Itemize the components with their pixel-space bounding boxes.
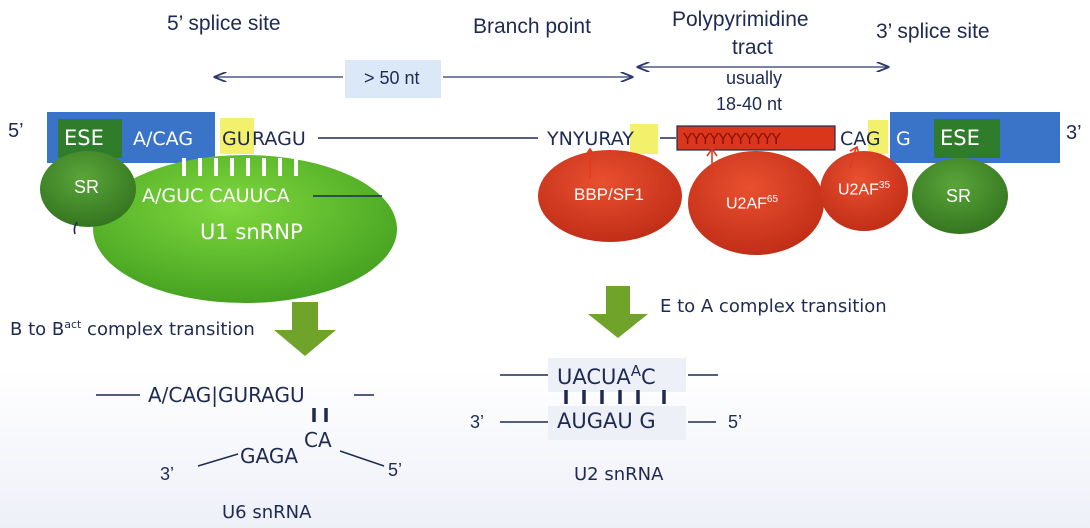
branch-seq-b: AY <box>610 128 634 150</box>
tract-heading: tract <box>732 36 773 59</box>
bbp-sf1-oval <box>538 150 682 242</box>
distance-box <box>345 60 441 98</box>
u2-top-sup: A <box>630 362 642 380</box>
b-to-bact-sup: act <box>64 318 82 331</box>
u2af65-base: U2AF <box>726 195 767 213</box>
u2-bottom-sequence: AUGAU G <box>557 409 656 433</box>
u6-pairing-ticks <box>312 408 328 422</box>
length-range-label: 18-40 nt <box>716 94 783 114</box>
u1-snrnp-oval <box>93 155 397 303</box>
left-sr-label: SR <box>74 177 100 197</box>
exon-sequence-label: A/CAG <box>133 128 194 150</box>
u2-pairing-ticks <box>564 390 666 404</box>
u1-sequence-label: A/GUC CAUUCA <box>142 185 290 207</box>
u1-pairing-ticks <box>182 158 298 176</box>
branch-point-heading: Branch point <box>473 15 591 38</box>
u6-ca-label: CA <box>304 428 332 452</box>
u2-five-prime-label: 5’ <box>728 412 743 432</box>
u6-three-prime-label: 3’ <box>160 464 175 484</box>
protein-contact-arrows <box>584 145 860 180</box>
b-to-bact-a: B to B <box>10 319 65 340</box>
five-prime-end-label: 5’ <box>8 120 24 142</box>
u6-bottom-line-left <box>197 453 239 467</box>
three-prime-end-label: 3’ <box>1066 122 1082 144</box>
right-sr-label: SR <box>946 186 972 206</box>
cag-label: CAG <box>840 128 881 150</box>
u2af65-oval <box>688 151 824 255</box>
u6-top-sequence: A/CAG|GURAGU <box>148 383 305 407</box>
b-to-bact-transition-label: B to Bact complex transition <box>10 318 255 340</box>
ppt-box <box>676 125 836 151</box>
g-nucleotide-label: G <box>896 128 911 150</box>
u6-bottom-line-right <box>339 450 385 467</box>
branch-sequence-label: YNYURAY <box>547 128 634 150</box>
left-ese-label: ESE <box>64 126 104 150</box>
distance-label: > 50 nt <box>364 68 420 88</box>
u2af35-label: U2AF35 <box>838 180 890 199</box>
cag-highlight <box>868 120 888 154</box>
u6-five-prime-label: 5’ <box>388 460 403 480</box>
bbp-sf1-label: BBP/SF1 <box>574 185 644 204</box>
left-transition-arrow <box>274 302 336 356</box>
u2-top-seq: UACUA <box>557 365 631 389</box>
u6-snrna-label: U6 snRNA <box>222 502 312 523</box>
u2-bottom-box <box>548 406 686 440</box>
u2af35-sup: 35 <box>878 180 891 191</box>
u2-top-c: C <box>641 365 656 389</box>
b-to-bact-b: complex transition <box>81 319 255 340</box>
left-sr-oval <box>40 151 136 227</box>
u2af65-label: U2AF65 <box>726 194 778 213</box>
u2af35-base: U2AF <box>838 181 879 199</box>
usually-label: usually <box>726 68 783 88</box>
u2af65-sup: 65 <box>766 194 779 205</box>
u2-top-sequence: UACUAAC <box>557 362 656 389</box>
right-transition-arrow <box>588 286 648 338</box>
right-sr-oval <box>912 158 1008 234</box>
u6-bottom-sequence: GAGA <box>240 444 299 468</box>
five-splice-site-heading: 5’ splice site <box>167 12 281 35</box>
u2-three-prime-label: 3’ <box>470 412 485 432</box>
polypyrimidine-heading: Polypyrimidine <box>672 8 809 31</box>
u2-top-box <box>548 358 686 392</box>
sr-tether <box>73 221 78 235</box>
u2af35-oval <box>820 151 908 231</box>
ppt-sequence-label: YYYYYYYYYYY <box>683 130 781 148</box>
u2-snrna-label: U2 snRNA <box>574 464 664 485</box>
right-ese-label: ESE <box>940 126 980 150</box>
gu-highlight <box>220 118 254 154</box>
ragu-sequence-label: RAGU <box>252 128 306 150</box>
branch-ay-highlight <box>630 124 658 154</box>
u1-snrnp-label: U1 snRNP <box>200 220 303 244</box>
right-ese-box <box>934 119 1000 158</box>
branch-seq-a: YNYUR <box>547 128 611 150</box>
gu-dinucleotide-label: GU <box>222 128 251 150</box>
e-to-a-transition-label: E to A complex transition <box>660 296 887 317</box>
three-splice-site-heading: 3’ splice site <box>876 20 990 43</box>
